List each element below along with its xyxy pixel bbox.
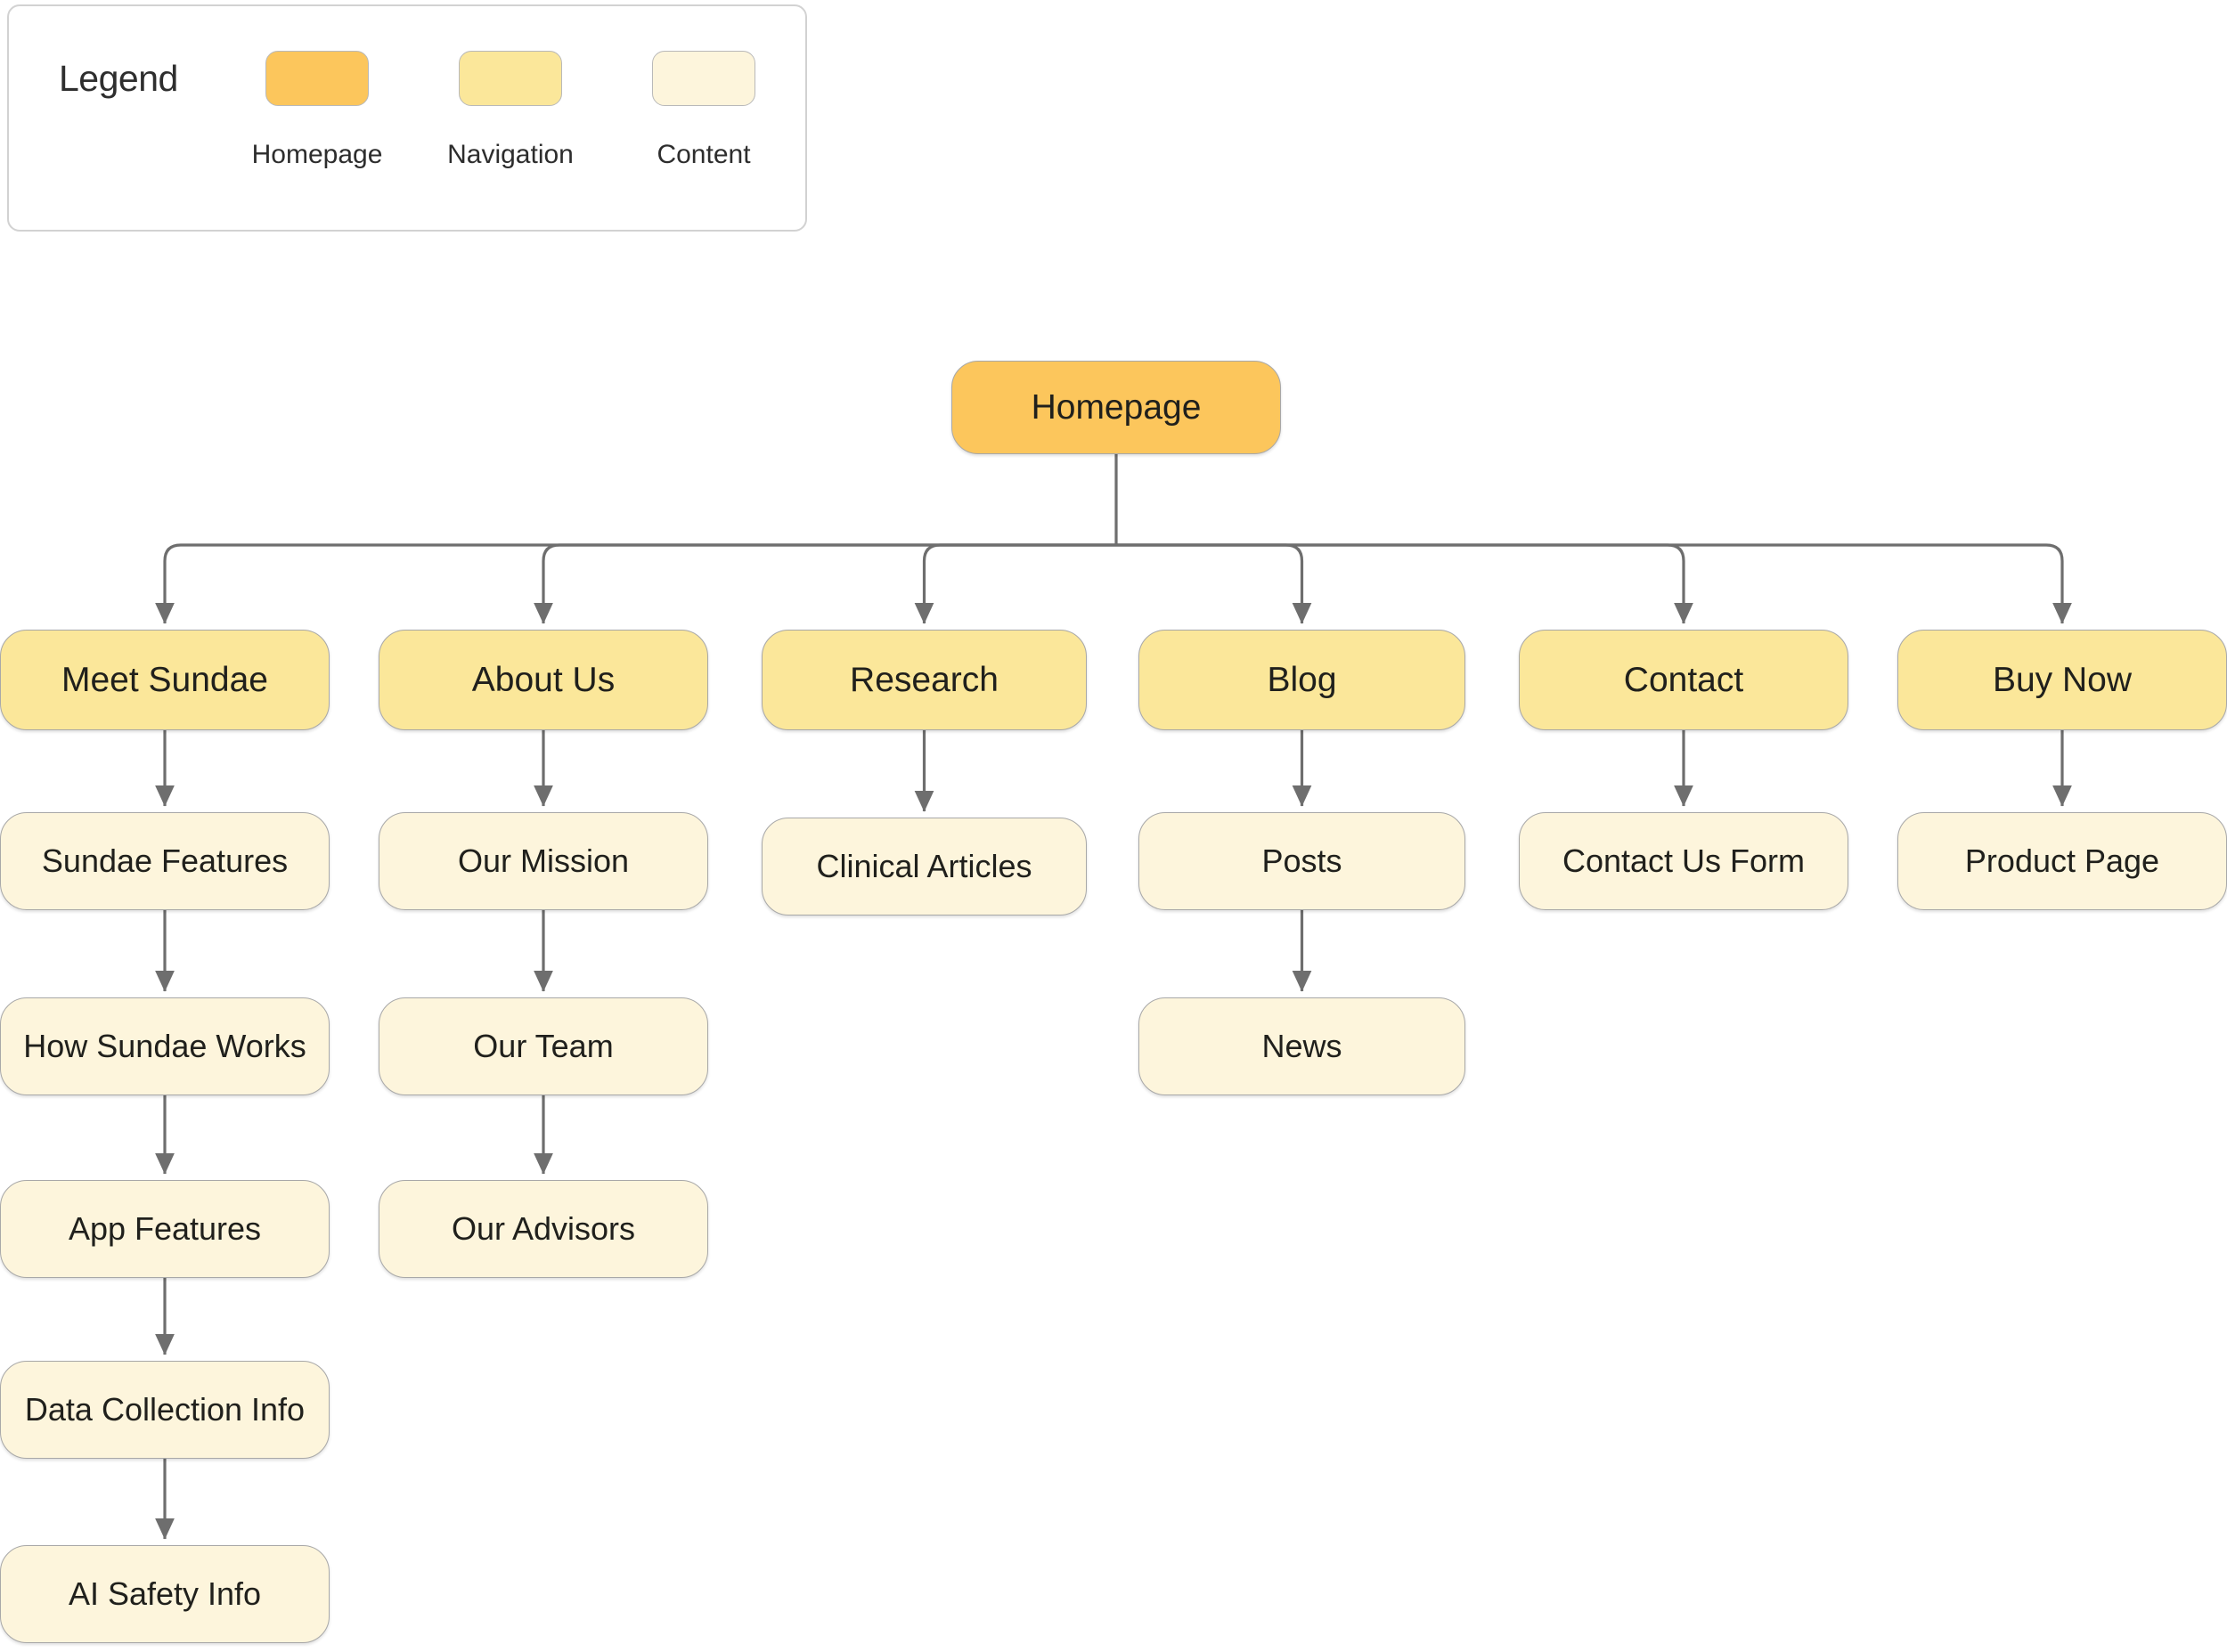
node-content-our-team[interactable]: Our Team (379, 997, 708, 1095)
node-label: Clinical Articles (816, 848, 1032, 884)
legend-panel: Legend Homepage Navigation Content (7, 4, 807, 232)
node-label: About Us (471, 660, 616, 699)
node-label: Our Team (473, 1028, 614, 1064)
node-content-our-mission[interactable]: Our Mission (379, 812, 708, 910)
node-label: Buy Now (1992, 660, 2133, 699)
node-content-ai-safety-info[interactable]: AI Safety Info (0, 1545, 330, 1643)
node-label: Homepage (1031, 387, 1202, 427)
node-label: Our Advisors (451, 1210, 636, 1247)
legend-swatch-navigation (459, 51, 562, 106)
node-label: How Sundae Works (23, 1028, 306, 1064)
node-label: Contact (1623, 660, 1744, 699)
legend-entry-navigation: Navigation (447, 51, 574, 169)
node-label: Product Page (1964, 842, 2160, 879)
node-label: Meet Sundae (61, 660, 268, 699)
node-nav-meet-sundae[interactable]: Meet Sundae (0, 630, 330, 730)
legend-label-homepage: Homepage (251, 140, 383, 169)
node-content-posts[interactable]: Posts (1138, 812, 1465, 910)
node-content-product-page[interactable]: Product Page (1897, 812, 2227, 910)
node-nav-research[interactable]: Research (762, 630, 1087, 730)
node-label: Contact Us Form (1562, 842, 1806, 879)
legend-entry-content: Content (652, 51, 755, 169)
legend-label-content: Content (657, 140, 751, 169)
node-content-data-collection-info[interactable]: Data Collection Info (0, 1361, 330, 1459)
node-content-news[interactable]: News (1138, 997, 1465, 1095)
node-nav-about-us[interactable]: About Us (379, 630, 708, 730)
node-content-sundae-features[interactable]: Sundae Features (0, 812, 330, 910)
node-content-contact-us-form[interactable]: Contact Us Form (1519, 812, 1848, 910)
node-label: News (1261, 1028, 1342, 1064)
legend-swatch-content (652, 51, 755, 106)
node-label: Data Collection Info (24, 1391, 306, 1428)
node-label: Posts (1261, 842, 1342, 879)
node-nav-blog[interactable]: Blog (1138, 630, 1465, 730)
legend-entry-homepage: Homepage (252, 51, 382, 169)
node-content-app-features[interactable]: App Features (0, 1180, 330, 1278)
legend-swatch-homepage (265, 51, 369, 106)
node-label: App Features (68, 1210, 262, 1247)
node-homepage-root[interactable]: Homepage (951, 361, 1281, 454)
node-content-our-advisors[interactable]: Our Advisors (379, 1180, 708, 1278)
legend-label-navigation: Navigation (447, 140, 574, 169)
legend-title: Legend (59, 58, 178, 99)
node-label: Our Mission (457, 842, 630, 879)
node-content-how-sundae-works[interactable]: How Sundae Works (0, 997, 330, 1095)
node-nav-buy-now[interactable]: Buy Now (1897, 630, 2227, 730)
node-label: AI Safety Info (68, 1575, 262, 1612)
node-content-clinical-articles[interactable]: Clinical Articles (762, 818, 1087, 916)
node-label: Research (850, 660, 999, 699)
node-label: Sundae Features (41, 842, 289, 879)
node-label: Blog (1267, 660, 1337, 699)
node-nav-contact[interactable]: Contact (1519, 630, 1848, 730)
